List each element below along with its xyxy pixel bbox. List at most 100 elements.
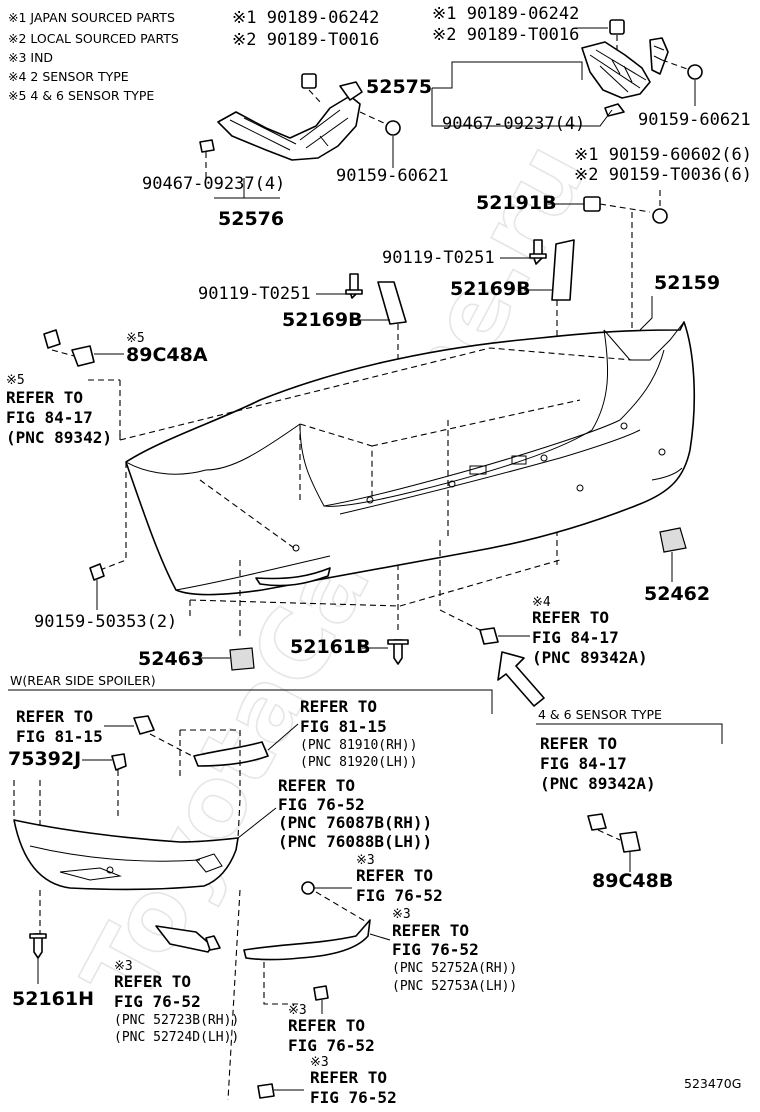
nut-52191B (583, 196, 601, 212)
bracket-52169B-right (551, 239, 575, 301)
label-refer-to-4: REFER TO (300, 697, 378, 716)
clip-76-52-c (257, 1083, 275, 1099)
retainer-52576 (217, 81, 363, 161)
label-clip-right-2: ※2 90189-T0016 (432, 25, 580, 45)
screw-90467-right (604, 103, 625, 117)
label-refer-to-2: REFER TO (532, 608, 610, 627)
label-clip-left-1: ※1 90189-06242 (232, 8, 380, 28)
spoiler-frame (8, 689, 493, 714)
sensor-grommet-left (43, 329, 61, 349)
clip-76-52-a (301, 881, 315, 895)
label-refer-to-8: REFER TO (392, 921, 470, 940)
label-52575: 52575 (366, 76, 433, 98)
label-pnc-52724D: (PNC 52724D(LH)) (114, 1030, 240, 1045)
drawing-code: 523470G (684, 1076, 742, 1091)
label-refer-to-9: REFER TO (114, 972, 192, 991)
pad-52463 (229, 647, 255, 671)
label-refer-to-3: REFER TO (16, 707, 94, 726)
label-fig-76-52-f: FIG 76-52 (310, 1088, 397, 1107)
sensor-grommet-89C48B (587, 813, 607, 831)
label-52462: 52462 (644, 583, 711, 605)
clip-76-52-b (313, 985, 329, 1001)
legend-4: ※4 2 SENSOR TYPE (8, 69, 129, 84)
label-clip-left-2: ※2 90189-T0016 (232, 30, 380, 50)
label-90159-60621-right: 90159-60621 (638, 110, 751, 130)
label-pnc-89342A-2: (PNC 89342A) (540, 774, 656, 793)
label-pnc-52723B: (PNC 52723B(RH)) (114, 1013, 240, 1028)
nut-90159-50353 (89, 563, 105, 581)
label-fig-76-52-b: FIG 76-52 (356, 886, 443, 905)
label-90159-60621-left: 90159-60621 (336, 166, 449, 186)
rear-side-spoiler (13, 819, 239, 891)
label-89C48B: 89C48B (592, 870, 674, 892)
label-refer-to-5: REFER TO (278, 776, 356, 795)
sensor-section-header: 4 & 6 SENSOR TYPE (538, 707, 662, 722)
label-89C48A: 89C48A (126, 344, 208, 366)
label-90467-left: 90467-09237(4) (142, 174, 286, 194)
label-52161B: 52161B (290, 636, 371, 658)
legend-1: ※1 JAPAN SOURCED PARTS (8, 10, 175, 25)
label-mark5-b: ※5 (6, 373, 25, 388)
nut-90159-60602 (652, 208, 668, 224)
legend-2: ※2 LOCAL SOURCED PARTS (8, 31, 179, 46)
pad-52462 (659, 527, 687, 553)
label-mark3-d: ※3 (288, 1003, 307, 1018)
label-pnc-81910: (PNC 81910(RH)) (300, 738, 418, 753)
label-fig-84-17-2: FIG 84-17 (532, 628, 619, 647)
clip-81-15 (133, 715, 155, 735)
label-90119-right: 90119-T0251 (382, 248, 495, 268)
label-pnc-76088B: (PNC 76088B(LH)) (278, 832, 433, 851)
retainer-52575 (581, 37, 669, 99)
label-52463: 52463 (138, 648, 205, 670)
label-nut-1: ※1 90159-60602(6) (574, 145, 753, 165)
label-mark4: ※4 (532, 595, 551, 610)
label-75392J: 75392J (8, 748, 82, 770)
label-90159-50353: 90159-50353(2) (34, 612, 178, 632)
sensor-2-sensor-type (479, 627, 499, 645)
label-52161H: 52161H (12, 988, 95, 1010)
legend-5: ※5 4 & 6 SENSOR TYPE (8, 88, 155, 103)
sensor-89C48B (619, 831, 641, 853)
label-mark3-b: ※3 (392, 907, 411, 922)
label-clip-right-1: ※1 90189-06242 (432, 4, 580, 24)
nut-90159-60621-left (385, 120, 401, 136)
label-pnc-81920: (PNC 81920(LH)) (300, 755, 418, 770)
sensor-frame (536, 723, 723, 744)
view-arrow (497, 651, 545, 707)
label-nut-2: ※2 90159-T0036(6) (574, 165, 753, 185)
garnish-52752A (243, 919, 371, 961)
label-fig-84-17-1: FIG 84-17 (6, 408, 93, 427)
bumper-cover-52159 (125, 321, 696, 596)
label-90119-left: 90119-T0251 (198, 284, 311, 304)
label-fig-76-52-d: FIG 76-52 (114, 992, 201, 1011)
label-90467-right: 90467-09237(4) (442, 114, 586, 134)
label-mark3-a: ※3 (356, 853, 375, 868)
label-fig-81-15-a: FIG 81-15 (16, 727, 103, 746)
label-52191B: 52191B (476, 192, 557, 214)
label-fig-81-15-b: FIG 81-15 (300, 717, 387, 736)
label-pnc-89342-1: (PNC 89342) (6, 428, 112, 447)
label-fig-76-52-e: FIG 76-52 (288, 1036, 375, 1055)
sensor-89C48A (71, 345, 95, 367)
nut-90159-60621-right (687, 64, 703, 80)
label-refer-to-6: REFER TO (540, 734, 618, 753)
reflector-81-15 (193, 741, 269, 767)
label-pnc-76087B: (PNC 76087B(RH)) (278, 813, 433, 832)
bracket-52169B-left (377, 281, 407, 325)
label-52159: 52159 (654, 272, 721, 294)
clip-90189-left (301, 73, 317, 89)
label-pnc-52753A: (PNC 52753A(LH)) (392, 979, 518, 994)
label-52169B-left: 52169B (282, 309, 363, 331)
label-fig-76-52-c: FIG 76-52 (392, 940, 479, 959)
label-refer-to-10: REFER TO (288, 1016, 366, 1035)
label-mark5-a: ※5 (126, 331, 145, 346)
legend-3: ※3 IND (8, 50, 54, 65)
label-fig-84-17-3: FIG 84-17 (540, 754, 627, 773)
label-refer-to-11: REFER TO (310, 1068, 388, 1087)
label-52169B-right: 52169B (450, 278, 531, 300)
label-refer-to-1: REFER TO (6, 388, 84, 407)
clip-90189-right (609, 19, 625, 35)
label-52576: 52576 (218, 208, 285, 230)
